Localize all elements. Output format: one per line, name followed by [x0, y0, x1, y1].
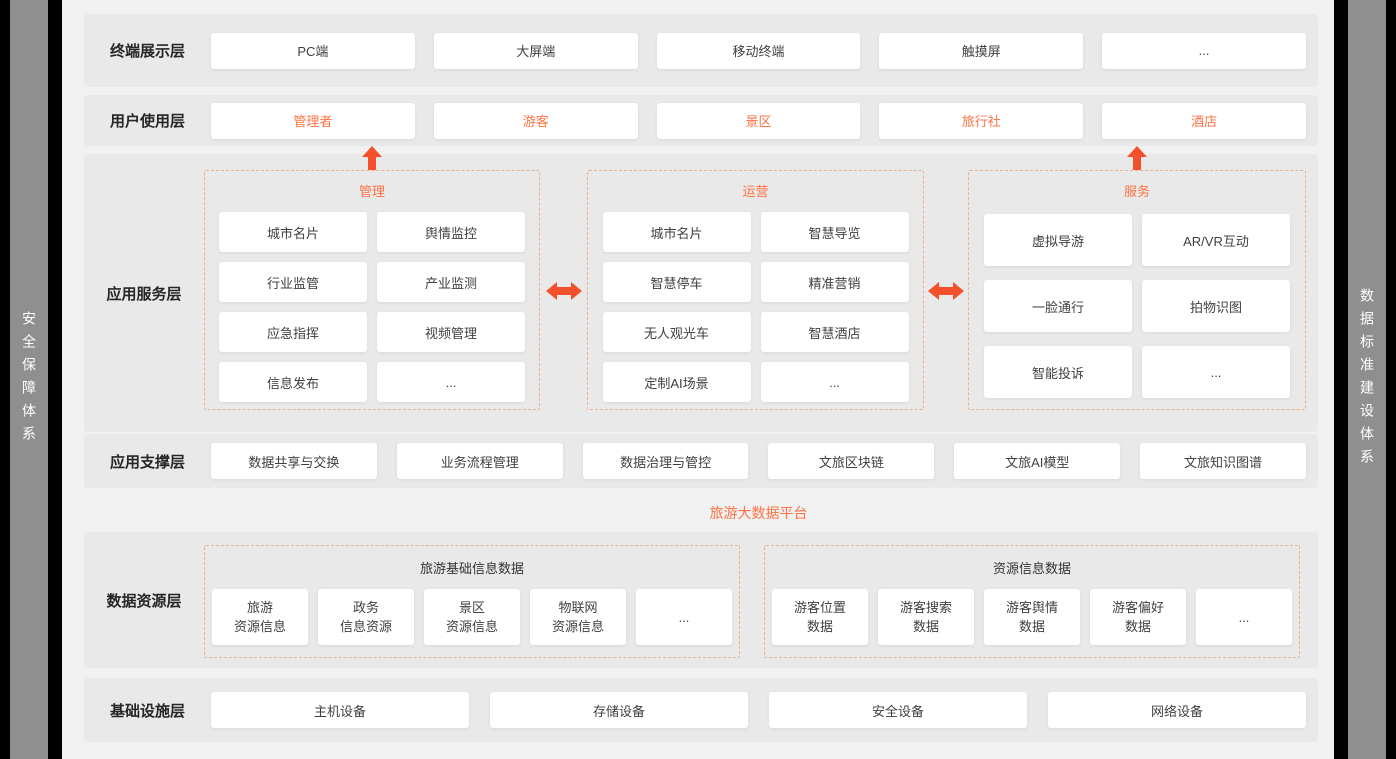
service-group-service: 服务 虚拟导游 AR/VR互动 一脸通行 拍物识图 智能投诉 ... — [968, 170, 1306, 410]
support-box-knowledge-graph: 文旅知识图谱 — [1140, 443, 1306, 479]
service-box: 虚拟导游 — [984, 214, 1132, 266]
data-box: 游客位置 数据 — [772, 589, 868, 645]
service-box: 智能投诉 — [984, 346, 1132, 398]
service-box: 智慧停车 — [602, 262, 751, 302]
data-box-more: ... — [1196, 589, 1292, 645]
service-box: AR/VR互动 — [1142, 214, 1290, 266]
terminal-box-bigscreen: 大屏端 — [433, 32, 638, 69]
data-resource-content: 旅游基础信息数据 旅游 资源信息 政务 信息资源 景区 资源信息 物联网 资源信… — [204, 532, 1318, 668]
data-group-resource-info: 资源信息数据 游客位置 数据 游客搜索 数据 游客舆情 数据 游客偏好 数据 .… — [764, 545, 1300, 658]
group-management-grid: 城市名片 舆情监控 行业监管 产业监测 应急指挥 视频管理 信息发布 ... — [205, 212, 539, 402]
arrow-bidirectional-management-operation-icon — [546, 282, 582, 300]
service-box: 视频管理 — [377, 312, 525, 352]
arrow-up-service-to-hotel-icon — [1127, 146, 1147, 170]
terminal-box-mobile: 移动终端 — [656, 32, 861, 69]
service-box: 一脸通行 — [984, 280, 1132, 332]
service-box: 舆情监控 — [377, 212, 525, 252]
app-support-boxes: 数据共享与交换 业务流程管理 数据治理与管控 文旅区块链 文旅AI模型 文旅知识… — [211, 443, 1306, 479]
support-box-data-governance: 数据治理与管控 — [582, 443, 749, 479]
security-assurance-label: 安全保障体系 — [21, 310, 37, 449]
service-box: 产业监测 — [377, 262, 525, 302]
service-box-more: ... — [760, 362, 909, 402]
layer-app-support: 应用支撑层 数据共享与交换 业务流程管理 数据治理与管控 文旅区块链 文旅AI模… — [84, 434, 1318, 488]
user-boxes: 管理者 游客 景区 旅行社 酒店 — [211, 102, 1306, 139]
big-data-platform-label: 旅游大数据平台 — [709, 505, 808, 521]
layer-terminal-label: 终端展示层 — [109, 43, 185, 60]
group-operation-title: 运营 — [742, 184, 769, 199]
layer-app-service: 应用服务层 管理 城市名片 舆情监控 行业监管 产业监测 应急指挥 视频管理 信… — [84, 146, 1318, 432]
user-box-scenic-area: 景区 — [656, 102, 861, 139]
terminal-boxes: PC端 大屏端 移动终端 触摸屏 ... — [211, 32, 1306, 69]
user-box-hotel: 酒店 — [1102, 102, 1306, 139]
layer-infrastructure: 基础设施层 主机设备 存储设备 安全设备 网络设备 — [84, 678, 1318, 742]
data-box: 景区 资源信息 — [424, 589, 520, 645]
data-group-tourism-basic: 旅游基础信息数据 旅游 资源信息 政务 信息资源 景区 资源信息 物联网 资源信… — [204, 545, 740, 658]
layer-terminal-display: 终端展示层 PC端 大屏端 移动终端 触摸屏 ... — [84, 14, 1318, 87]
service-box: 信息发布 — [219, 362, 367, 402]
service-box: 定制AI场景 — [602, 362, 751, 402]
layer-user-label: 用户使用层 — [109, 113, 185, 130]
data-box: 政务 信息资源 — [318, 589, 414, 645]
service-box: 拍物识图 — [1142, 280, 1290, 332]
user-box-admin: 管理者 — [211, 102, 415, 139]
layer-user-usage: 用户使用层 管理者 游客 景区 旅行社 酒店 — [84, 95, 1318, 146]
infra-box-network: 网络设备 — [1048, 692, 1306, 728]
service-box: 行业监管 — [219, 262, 367, 302]
data-box: 游客搜索 数据 — [878, 589, 974, 645]
diagram-canvas: 终端展示层 PC端 大屏端 移动终端 触摸屏 ... 用户使用层 管理者 游客 … — [62, 0, 1334, 759]
infrastructure-boxes: 主机设备 存储设备 安全设备 网络设备 — [211, 692, 1306, 728]
group-service-title: 服务 — [1123, 184, 1150, 199]
data-group-resource-info-title: 资源信息数据 — [992, 561, 1071, 576]
terminal-box-touchscreen: 触摸屏 — [879, 32, 1084, 69]
group-operation-grid: 城市名片 智慧导览 智慧停车 精准营销 无人观光车 智慧酒店 定制AI场景 ..… — [588, 212, 923, 402]
data-group-tourism-basic-title: 旅游基础信息数据 — [419, 561, 524, 576]
data-standard-label: 数据标准建设体系 — [1359, 287, 1375, 472]
arrow-up-management-to-admin-icon — [362, 146, 382, 170]
data-group-resource-info-grid: 游客位置 数据 游客搜索 数据 游客舆情 数据 游客偏好 数据 ... — [765, 589, 1299, 645]
support-box-workflow: 业务流程管理 — [396, 443, 563, 479]
data-box: 旅游 资源信息 — [212, 589, 308, 645]
app-service-content: 管理 城市名片 舆情监控 行业监管 产业监测 应急指挥 视频管理 信息发布 ..… — [204, 146, 1318, 432]
service-group-operation: 运营 城市名片 智慧导览 智慧停车 精准营销 无人观光车 智慧酒店 定制AI场景… — [587, 170, 924, 410]
terminal-box-more: ... — [1102, 32, 1306, 69]
arrow-bidirectional-operation-service-icon — [928, 282, 964, 300]
support-box-blockchain: 文旅区块链 — [768, 443, 935, 479]
layer-data-resource: 数据资源层 旅游基础信息数据 旅游 资源信息 政务 信息资源 景区 资源信息 物… — [84, 532, 1318, 668]
group-management-title: 管理 — [358, 184, 385, 199]
data-box: 游客偏好 数据 — [1090, 589, 1186, 645]
support-box-data-exchange: 数据共享与交换 — [211, 443, 377, 479]
service-box: 城市名片 — [219, 212, 367, 252]
user-box-tourist: 游客 — [433, 102, 638, 139]
data-box: 游客舆情 数据 — [984, 589, 1080, 645]
group-service-grid: 虚拟导游 AR/VR互动 一脸通行 拍物识图 智能投诉 ... — [969, 214, 1305, 398]
infra-box-host: 主机设备 — [211, 692, 469, 728]
service-box: 智慧导览 — [760, 212, 909, 252]
data-group-tourism-basic-grid: 旅游 资源信息 政务 信息资源 景区 资源信息 物联网 资源信息 ... — [205, 589, 739, 645]
service-box-more: ... — [1142, 346, 1290, 398]
service-box: 城市名片 — [602, 212, 751, 252]
service-group-management: 管理 城市名片 舆情监控 行业监管 产业监测 应急指挥 视频管理 信息发布 ..… — [204, 170, 540, 410]
layer-infrastructure-label: 基础设施层 — [109, 702, 185, 720]
service-box-more: ... — [377, 362, 525, 402]
user-box-travel-agency: 旅行社 — [879, 102, 1084, 139]
infra-box-security: 安全设备 — [769, 692, 1027, 728]
service-box: 智慧酒店 — [760, 312, 909, 352]
layer-app-service-label: 应用服务层 — [106, 285, 182, 303]
service-box: 精准营销 — [760, 262, 909, 302]
support-box-ai-model: 文旅AI模型 — [954, 443, 1121, 479]
data-standard-rail: 数据标准建设体系 — [1348, 0, 1386, 759]
layer-data-resource-label: 数据资源层 — [106, 592, 182, 610]
data-box: 物联网 资源信息 — [530, 589, 626, 645]
security-assurance-rail: 安全保障体系 — [10, 0, 48, 759]
data-box-more: ... — [636, 589, 732, 645]
infra-box-storage: 存储设备 — [490, 692, 748, 728]
service-box: 无人观光车 — [602, 312, 751, 352]
layer-app-support-label: 应用支撑层 — [109, 453, 185, 471]
service-box: 应急指挥 — [219, 312, 367, 352]
terminal-box-pc: PC端 — [211, 32, 415, 69]
